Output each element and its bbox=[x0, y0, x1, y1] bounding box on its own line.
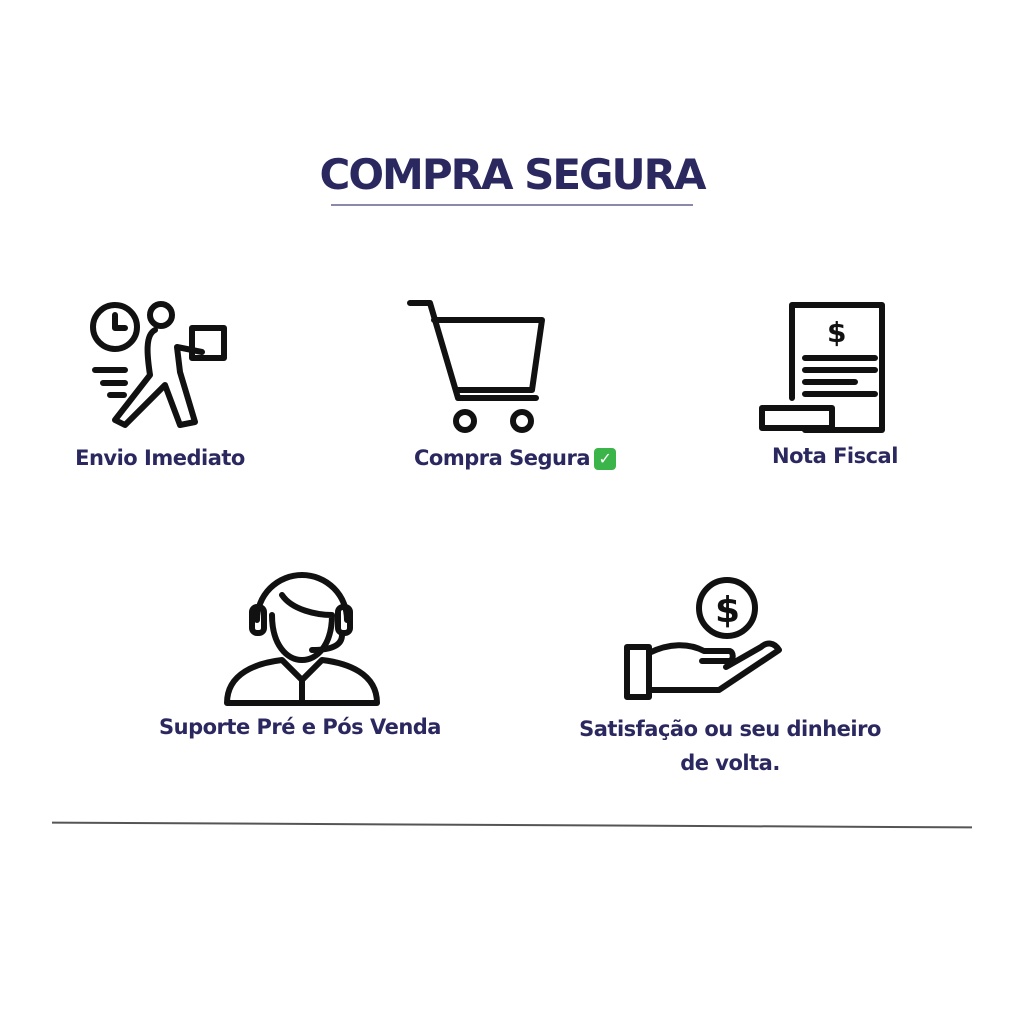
feature-label-compra: Compra Segura✓ bbox=[370, 446, 660, 470]
shopping-cart-icon bbox=[407, 300, 545, 433]
svg-text:$: $ bbox=[827, 316, 846, 349]
money-hand-icon: $ bbox=[624, 577, 782, 700]
title-underline bbox=[331, 204, 693, 206]
support-agent-icon bbox=[224, 572, 380, 706]
receipt-icon: $ bbox=[759, 302, 885, 433]
feature-label-envio: Envio Imediato bbox=[75, 446, 245, 470]
svg-text:$: $ bbox=[715, 590, 740, 631]
check-badge-icon: ✓ bbox=[593, 448, 616, 470]
feature-label-suporte: Suporte Pré e Pós Venda bbox=[159, 715, 441, 739]
page-title: COMPRA SEGURA bbox=[319, 150, 707, 199]
feature-label-satisfacao: Satisfação ou seu dinheiro de volta. bbox=[579, 717, 881, 775]
bottom-divider bbox=[52, 821, 972, 829]
feature-label-nota: Nota Fiscal bbox=[772, 444, 898, 468]
delivery-runner-icon bbox=[90, 301, 227, 428]
